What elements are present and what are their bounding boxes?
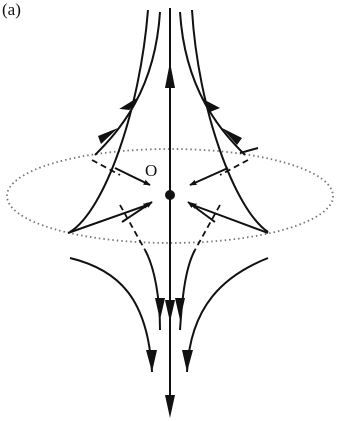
center-label: O (145, 161, 157, 180)
streamline-upper-left-outer (70, 10, 148, 232)
streamline-lower-right-outer (180, 250, 195, 330)
inflow-right-upper (190, 168, 228, 185)
axis-arrow-down-bottom (165, 395, 175, 418)
arrow-lower-right-outer (182, 350, 193, 372)
arrow-upper-right-outer (201, 98, 220, 112)
dash-right-lower (195, 205, 220, 250)
arrow-lower-left-outer (146, 350, 157, 372)
axis-arrow-up (165, 62, 175, 88)
arrow-lower-left-inner (155, 298, 165, 320)
streamline-upper-right-outer (192, 10, 268, 232)
streamline-lower-left-outer (70, 258, 152, 372)
center-point (165, 190, 175, 200)
streamline-lower-left-inner (145, 250, 160, 330)
inflow-left-lower (68, 204, 150, 233)
arrow-upper-left-outer (118, 97, 139, 111)
dash-right-top (240, 148, 258, 153)
axis-arrow-down-mid (165, 300, 175, 322)
streamline-upper-right-inner (180, 12, 245, 155)
arrow-lower-right-inner (175, 298, 185, 320)
dash-left-lower (120, 205, 145, 250)
streamline-lower-right-inner (187, 258, 268, 372)
inflow-right-lower (190, 204, 268, 233)
